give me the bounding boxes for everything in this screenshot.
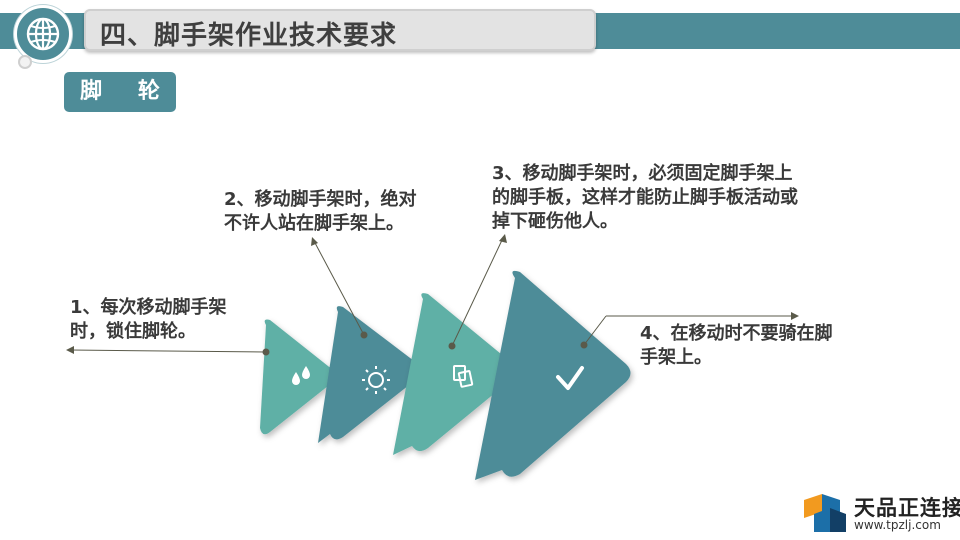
anchor-dot-1 (262, 348, 270, 356)
globe-icon (14, 5, 72, 63)
brand-logo: 天品正连接 www.tpzlj.com (802, 492, 960, 536)
brand-cube-icon (804, 494, 846, 532)
step-3-line-3: 掉下砸伤他人。 (492, 211, 618, 232)
checkmark-icon (556, 366, 584, 390)
step-4-line-2: 手架上。 (640, 347, 712, 368)
sun-icon (362, 366, 390, 394)
step-4-line-1: 4、在移动时不要骑在脚 (640, 323, 833, 344)
step-note-1: 1、每次移动脚手架 时，锁住脚轮。 (70, 296, 227, 344)
section-tag: 脚 轮 (64, 72, 176, 112)
chevron-shape-2 (318, 306, 422, 443)
step-3-line-2: 的脚手板，这样才能防止脚手板活动或 (492, 187, 798, 208)
chevron-shape-4 (475, 270, 631, 480)
anchor-dot-2 (360, 331, 368, 339)
leader-line-3 (451, 237, 504, 347)
anchor-dot-4 (580, 341, 588, 349)
title-box: 四、脚手架作业技术要求 (84, 9, 596, 51)
leader-line-2 (313, 240, 365, 336)
step-1-line-1: 1、每次移动脚手架 (70, 297, 227, 318)
leader-line-1 (69, 349, 267, 353)
brand-url: www.tpzlj.com (854, 518, 941, 532)
leader-line-4a (583, 315, 607, 346)
step-1-line-2: 时，锁住脚轮。 (70, 321, 196, 342)
decorative-dot (18, 55, 32, 69)
step-note-3: 3、移动脚手架时，必须固定脚手架上 的脚手板，这样才能防止脚手板活动或 掉下砸伤… (492, 162, 798, 234)
page-title: 四、脚手架作业技术要求 (100, 21, 398, 51)
step-note-4: 4、在移动时不要骑在脚 手架上。 (640, 322, 833, 370)
step-note-2: 2、移动脚手架时，绝对 不许人站在脚手架上。 (224, 188, 417, 236)
water-drops-icon (292, 366, 310, 385)
anchor-dot-3 (448, 342, 456, 350)
documents-icon (453, 365, 474, 388)
step-2-line-1: 2、移动脚手架时，绝对 (224, 189, 417, 210)
step-3-line-1: 3、移动脚手架时，必须固定脚手架上 (492, 163, 793, 184)
step-2-line-2: 不许人站在脚手架上。 (224, 213, 404, 234)
brand-name: 天品正连接 (854, 496, 960, 520)
